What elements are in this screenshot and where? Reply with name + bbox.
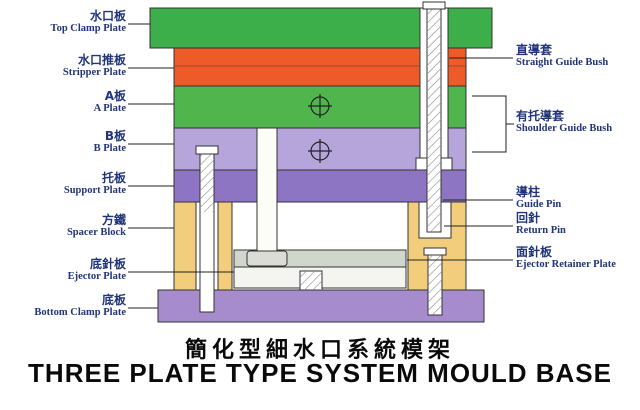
label-cn: A板	[104, 89, 126, 103]
label-cn: 水口推板	[77, 53, 126, 67]
plate-stripper	[173, 47, 467, 87]
label-cn: 有托導套	[516, 109, 565, 123]
guide-pin-hatch	[427, 9, 441, 232]
label-ejector-plate: 底針板 Ejector Plate	[0, 258, 126, 283]
label-spacer-block: 方鐵 Spacer Block	[0, 214, 126, 239]
label-guide-pin: 導柱 Guide Pin	[516, 186, 638, 211]
label-cn: 底針板	[89, 257, 126, 271]
labels-layer: 水口板 Top Clamp Plate 水口推板 Stripper Plate …	[0, 10, 638, 319]
label-en: Top Clamp Plate	[50, 23, 126, 34]
label-b-plate: B板 B Plate	[0, 130, 126, 155]
label-shoulder-guide-bush: 有托導套 Shoulder Guide Bush	[516, 110, 638, 135]
label-cn: 回針	[516, 211, 541, 225]
label-cn: 導柱	[516, 185, 541, 199]
support-pillar-base	[246, 250, 288, 267]
label-a-plate: A板 A Plate	[0, 90, 126, 115]
title-chinese: 簡化型細水口系統模架	[184, 338, 455, 363]
label-en: Ejector Retainer Plate	[516, 259, 616, 270]
label-cn: 水口板	[89, 9, 126, 23]
label-en: Bottom Clamp Plate	[34, 307, 126, 318]
label-en: Guide Pin	[516, 199, 562, 210]
label-straight-guide-bush: 直導套 Straight Guide Bush	[516, 44, 638, 69]
label-cn: B板	[104, 129, 126, 143]
label-return-pin: 回針 Return Pin	[516, 212, 638, 237]
stop-pin-hatch	[300, 271, 322, 290]
label-en: Ejector Plate	[67, 271, 126, 282]
label-cn: 直導套	[516, 43, 553, 57]
label-support-plate: 托板 Support Plate	[0, 172, 126, 197]
return-pin-hatch	[428, 255, 442, 315]
label-bottom-clamp-plate: 底板 Bottom Clamp Plate	[0, 294, 126, 319]
label-cn: 面針板	[516, 245, 553, 259]
label-en: Spacer Block	[66, 227, 126, 238]
label-cn: 底板	[101, 293, 126, 307]
label-en: Straight Guide Bush	[516, 57, 609, 68]
crosshair-symbol-lower	[308, 139, 332, 163]
label-ejector-retainer-plate: 面針板 Ejector Retainer Plate	[516, 246, 638, 271]
label-cn: 托板	[101, 171, 126, 185]
guide-pin-cap	[422, 1, 446, 10]
label-en: Return Pin	[516, 225, 566, 236]
label-en: Stripper Plate	[62, 67, 126, 78]
label-top-clamp-plate: 水口板 Top Clamp Plate	[0, 10, 126, 35]
label-en: A Plate	[93, 103, 126, 114]
leader-shoulder-guide-bush-bracket	[472, 95, 514, 153]
label-cn: 方鐵	[101, 213, 126, 227]
label-stripper-plate: 水口推板 Stripper Plate	[0, 54, 126, 79]
title-english: THREE PLATE TYPE SYSTEM MOULD BASE	[28, 358, 612, 388]
crosshair-symbol-upper	[308, 94, 332, 118]
label-en: Support Plate	[63, 185, 126, 196]
puller-pin-hatch	[200, 154, 214, 212]
label-en: Shoulder Guide Bush	[516, 123, 613, 134]
label-en: B Plate	[93, 143, 126, 154]
